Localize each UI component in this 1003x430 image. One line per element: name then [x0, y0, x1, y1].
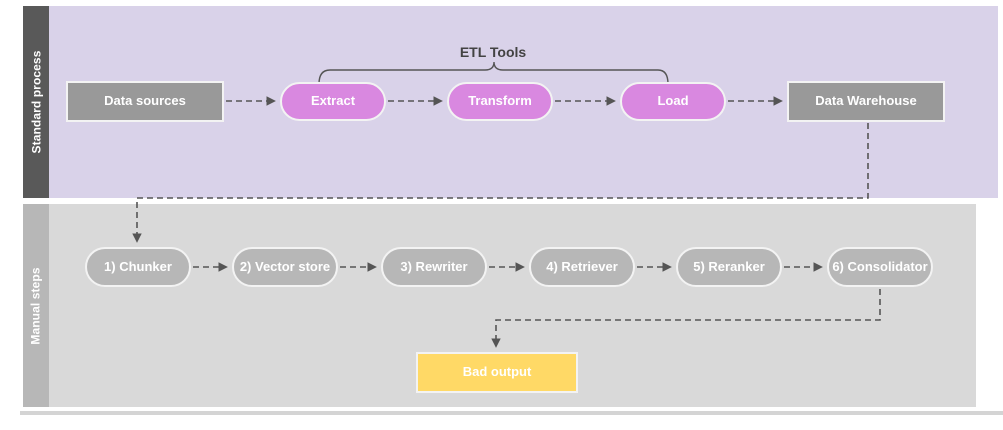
node-vector-store[interactable]: 2) Vector store: [232, 247, 338, 287]
lane-title-manual-steps: Manual steps: [23, 204, 49, 407]
node-consolidator[interactable]: 6) Consolidator: [827, 247, 933, 287]
lane-title-standard-process: Standard process: [23, 6, 49, 198]
bottom-divider: [20, 411, 1003, 415]
lane-title-manual-steps-label: Manual steps: [29, 266, 44, 345]
node-retriever[interactable]: 4) Retriever: [529, 247, 635, 287]
etl-tools-label: ETL Tools: [459, 44, 527, 60]
node-chunker[interactable]: 1) Chunker: [85, 247, 191, 287]
node-load[interactable]: Load: [620, 82, 726, 121]
node-data-warehouse[interactable]: Data Warehouse: [787, 81, 945, 122]
node-data-sources[interactable]: Data sources: [66, 81, 224, 122]
lane-title-standard-process-label: Standard process: [29, 50, 43, 154]
node-rewriter[interactable]: 3) Rewriter: [381, 247, 487, 287]
node-reranker[interactable]: 5) Reranker: [676, 247, 782, 287]
node-bad-output[interactable]: Bad output: [416, 352, 578, 393]
node-transform[interactable]: Transform: [447, 82, 553, 121]
node-extract[interactable]: Extract: [280, 82, 386, 121]
